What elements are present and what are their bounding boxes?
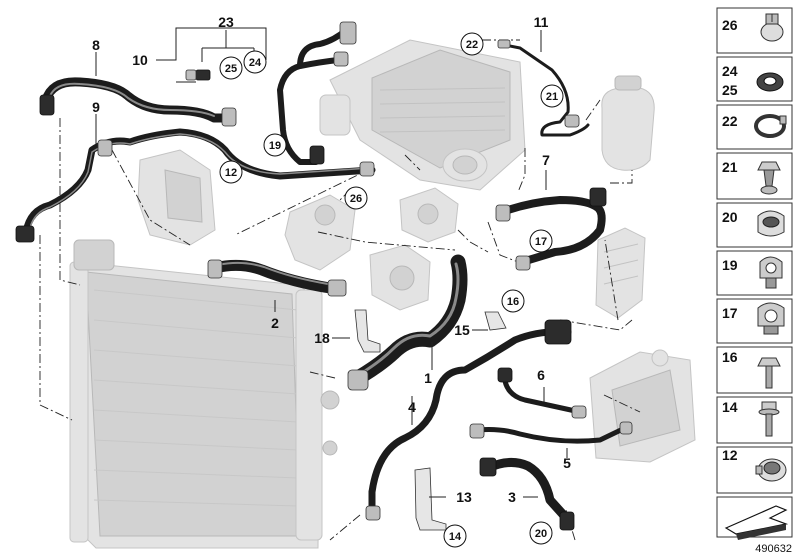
circled-callout-25: 25 <box>219 56 243 80</box>
temperature-sensor <box>185 69 211 81</box>
radiator <box>69 239 340 549</box>
legend-item-22: 22 <box>716 104 793 150</box>
circled-callout-16: 16 <box>501 289 525 313</box>
callout-10: 10 <box>132 52 148 68</box>
expansion-tank-upper <box>601 75 655 171</box>
svg-text:22: 22 <box>466 39 478 51</box>
legend-item-21: 21 <box>716 152 793 200</box>
sleeve-clamp-icon <box>757 210 785 237</box>
legend-item-14: 14 <box>716 396 793 444</box>
callout-numbers: 1 2 3 4 5 6 7 8 9 10 11 13 15 18 23 <box>92 14 571 505</box>
svg-text:26: 26 <box>722 17 738 33</box>
circled-callout-21: 21 <box>540 84 564 108</box>
collar-bolt-icon <box>758 401 780 437</box>
svg-text:19: 19 <box>269 140 281 152</box>
circled-callout-19: 19 <box>263 133 287 157</box>
svg-text:26: 26 <box>350 193 362 205</box>
hose-10 <box>277 21 357 165</box>
callout-3: 3 <box>508 489 516 505</box>
holder-clip-17-icon <box>757 302 785 335</box>
callout-2: 2 <box>271 315 279 331</box>
callout-13: 13 <box>456 489 472 505</box>
legend-item-17: 17 <box>716 298 793 344</box>
svg-text:14: 14 <box>722 399 738 415</box>
spring-clamp-icon <box>755 458 787 482</box>
hex-bolt-icon <box>757 357 781 389</box>
bracket-18 <box>354 309 381 353</box>
band-clamp-icon <box>754 114 787 138</box>
svg-text:24: 24 <box>722 63 738 79</box>
callout-15: 15 <box>454 322 470 338</box>
svg-text:17: 17 <box>535 236 547 248</box>
callout-7: 7 <box>542 152 550 168</box>
leader-lines <box>95 27 568 498</box>
svg-text:16: 16 <box>722 349 738 365</box>
hose-1 <box>347 254 468 391</box>
hose-4 <box>365 319 572 521</box>
svg-text:12: 12 <box>722 447 738 463</box>
callout-23: 23 <box>218 14 234 30</box>
engine-mount-bracket <box>137 149 216 246</box>
circled-callout-24: 24 <box>243 50 267 74</box>
water-pump <box>399 187 459 243</box>
seal-ring-icon <box>756 72 784 92</box>
callout-5: 5 <box>563 455 571 471</box>
svg-text:25: 25 <box>225 63 237 75</box>
callout-11: 11 <box>534 14 549 30</box>
hose-7 <box>495 187 607 271</box>
hose-9 <box>15 128 376 243</box>
bracket-15 <box>484 311 507 331</box>
legend-item-24-25: 24 25 <box>716 56 793 102</box>
circled-callout-20: 20 <box>529 521 553 545</box>
callout-4: 4 <box>408 399 416 415</box>
legend-item-16: 16 <box>716 346 793 394</box>
diagram-number: 490632 <box>755 543 792 555</box>
circled-callout-17: 17 <box>529 229 553 253</box>
hose-8 <box>39 77 237 127</box>
svg-text:21: 21 <box>722 159 738 175</box>
svg-text:20: 20 <box>722 209 738 225</box>
legend-item-19: 19 <box>716 250 793 296</box>
svg-text:20: 20 <box>535 528 547 540</box>
svg-text:25: 25 <box>722 82 738 98</box>
expansion-tank-lower <box>589 349 696 463</box>
expanding-rivet-icon <box>757 161 781 195</box>
hose-6 <box>497 367 587 419</box>
hose-2 <box>207 259 347 297</box>
svg-text:14: 14 <box>449 531 462 543</box>
connection-lines <box>39 39 641 541</box>
svg-text:22: 22 <box>722 113 738 129</box>
bracket-13 <box>414 467 447 531</box>
legend-item-26: 26 <box>716 7 793 54</box>
callout-6: 6 <box>537 367 545 383</box>
circled-callout-26: 26 <box>344 186 368 210</box>
hose-3 <box>479 457 575 531</box>
direction-arrow-panel <box>716 496 793 540</box>
circled-callout-22: 22 <box>460 32 484 56</box>
circled-callouts: 25 24 22 21 19 12 26 17 16 14 20 <box>219 32 564 548</box>
hose-5 <box>469 421 633 444</box>
svg-text:17: 17 <box>722 305 738 321</box>
svg-text:21: 21 <box>546 91 558 103</box>
circled-callout-14: 14 <box>443 524 467 548</box>
intercooler <box>319 39 526 191</box>
callout-8: 8 <box>92 37 100 53</box>
parts-legend: 26 24 25 22 <box>716 7 793 555</box>
callout-1: 1 <box>424 370 432 386</box>
legend-item-20: 20 <box>716 202 793 248</box>
svg-text:12: 12 <box>225 167 237 179</box>
svg-text:16: 16 <box>507 296 519 308</box>
callout-18: 18 <box>314 330 330 346</box>
svg-text:19: 19 <box>722 257 738 273</box>
legend-item-12: 12 <box>716 446 793 494</box>
pipe-11 <box>497 39 590 137</box>
holder-clip-19-icon <box>759 256 783 289</box>
callout-9: 9 <box>92 99 100 115</box>
circled-callout-12: 12 <box>219 160 243 184</box>
oil-cooler <box>595 227 646 319</box>
hose-clamp-26-icon <box>760 13 784 42</box>
svg-text:24: 24 <box>249 57 262 69</box>
